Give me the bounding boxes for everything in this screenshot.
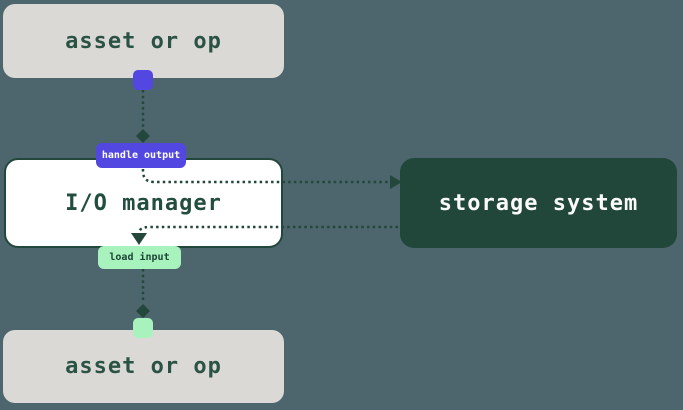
arrow-diamond-down-icon	[136, 129, 150, 143]
arrow-diamond-down-icon-2	[136, 304, 150, 318]
input-handle	[133, 318, 153, 338]
node-io-manager-label: I/O manager	[65, 190, 222, 216]
node-asset-or-op-bottom: asset or op	[3, 330, 284, 403]
node-storage-system-label: storage system	[438, 190, 639, 216]
edge-label-handle-output-text: handle output	[101, 150, 181, 161]
node-asset-or-op-bottom-label: asset or op	[65, 354, 222, 379]
node-asset-or-op-top-label: asset or op	[65, 28, 222, 54]
node-io-manager: I/O manager	[4, 158, 283, 248]
edge-label-load-input-text: load input	[109, 252, 170, 263]
edge-label-load-input: load input	[98, 246, 181, 269]
node-storage-system: storage system	[400, 158, 677, 248]
edge-label-handle-output: handle output	[96, 143, 186, 168]
node-asset-or-op-top: asset or op	[3, 4, 284, 78]
output-handle	[133, 70, 153, 90]
